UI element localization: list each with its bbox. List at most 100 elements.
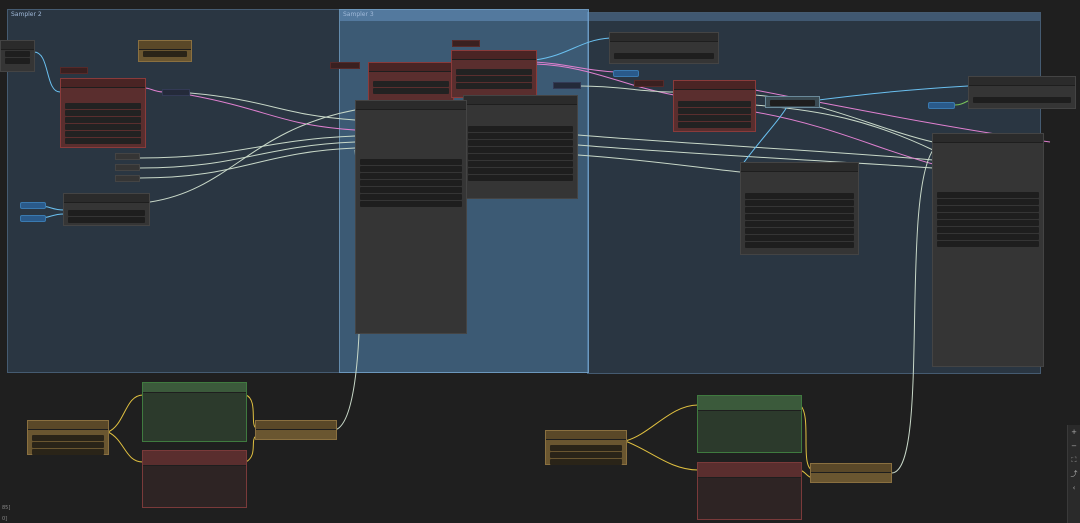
node-widget[interactable] (65, 124, 141, 130)
node-widget[interactable] (360, 173, 462, 179)
node-header[interactable] (139, 41, 191, 50)
node-header[interactable] (741, 163, 858, 172)
node-widget[interactable] (745, 242, 854, 248)
node-widget[interactable] (468, 175, 573, 181)
node-primitive[interactable] (115, 153, 140, 160)
fit-view-icon[interactable]: + (1071, 428, 1077, 436)
node-conditioning-combine[interactable] (255, 420, 337, 440)
node-positive-prompt-right[interactable] (697, 395, 802, 453)
node-widget[interactable] (745, 235, 854, 241)
node-widget[interactable] (468, 140, 573, 146)
node-negative-prompt[interactable] (142, 450, 247, 508)
node-reroute[interactable] (162, 89, 190, 96)
node-reroute[interactable] (60, 67, 88, 74)
node-header[interactable] (28, 421, 108, 430)
node-note[interactable] (138, 40, 192, 62)
node-header[interactable] (811, 464, 891, 473)
node-widget[interactable] (550, 445, 622, 451)
node-sampler-settings-right[interactable] (740, 162, 859, 255)
node-widget[interactable] (468, 147, 573, 153)
node-widget[interactable] (68, 210, 145, 216)
node-widget[interactable] (360, 166, 462, 172)
node-conditioning-combine-right[interactable] (810, 463, 892, 483)
node-sampler-settings[interactable] (463, 95, 578, 199)
node-widget[interactable] (468, 154, 573, 160)
node-widget[interactable] (678, 115, 751, 121)
node-widget[interactable] (32, 449, 104, 455)
node-widget[interactable] (937, 199, 1039, 205)
node-header[interactable] (64, 194, 149, 203)
node-negative-prompt-right[interactable] (697, 462, 802, 520)
node-reroute[interactable] (330, 62, 360, 69)
node-int-input[interactable] (613, 70, 639, 77)
node-int-input[interactable] (20, 215, 46, 222)
node-header[interactable] (61, 79, 145, 88)
node-header[interactable] (698, 396, 801, 411)
node-primitive[interactable] (115, 164, 140, 171)
node-vae-decode[interactable] (451, 50, 537, 98)
node-primitive[interactable] (115, 175, 140, 182)
collapse-icon[interactable]: ‹ (1072, 484, 1076, 492)
node-widget[interactable] (456, 69, 532, 75)
node-header[interactable] (452, 51, 536, 60)
node-image-preview-right[interactable] (932, 133, 1044, 367)
node-lora-loader[interactable] (27, 420, 109, 455)
node-header[interactable] (143, 451, 246, 466)
node-widget[interactable] (550, 459, 622, 465)
node-widget[interactable] (937, 213, 1039, 219)
node-widget[interactable] (745, 228, 854, 234)
node-widget[interactable] (937, 241, 1039, 247)
node-widget[interactable] (468, 161, 573, 167)
node-widget[interactable] (468, 168, 573, 174)
node-widget[interactable] (937, 227, 1039, 233)
node-widget[interactable] (360, 187, 462, 193)
zoom-out-icon[interactable]: − (1071, 442, 1077, 450)
node-widget[interactable] (745, 207, 854, 213)
node-ksampler[interactable] (60, 78, 146, 148)
node-widget[interactable] (468, 133, 573, 139)
node-widget[interactable] (5, 58, 30, 64)
node-widget[interactable] (456, 76, 532, 82)
node-widget[interactable] (360, 180, 462, 186)
node-save-image-right[interactable] (968, 76, 1076, 109)
node-widget[interactable] (937, 234, 1039, 240)
node-widget[interactable] (678, 108, 751, 114)
node-widget[interactable] (32, 442, 104, 448)
node-widget[interactable] (973, 97, 1071, 103)
node-widget[interactable] (373, 88, 449, 94)
node-ksampler-advanced[interactable] (368, 62, 454, 104)
node-widget[interactable] (678, 101, 751, 107)
node-widget[interactable] (550, 452, 622, 458)
node-header[interactable] (933, 134, 1043, 143)
node-header[interactable] (546, 431, 626, 440)
node-widget[interactable] (65, 117, 141, 123)
node-header[interactable] (256, 421, 336, 430)
node-widget[interactable] (65, 138, 141, 144)
node-widget[interactable] (937, 220, 1039, 226)
node-header[interactable] (369, 63, 453, 72)
node-header[interactable] (698, 463, 801, 478)
node-widget[interactable] (745, 221, 854, 227)
node-widget[interactable] (373, 81, 449, 87)
node-widget[interactable] (65, 110, 141, 116)
node-reroute[interactable] (634, 80, 664, 87)
node-int-input[interactable] (928, 102, 955, 109)
node-widget[interactable] (143, 51, 187, 57)
node-header[interactable] (610, 33, 718, 42)
node-widget[interactable] (937, 206, 1039, 212)
node-widget[interactable] (360, 159, 462, 165)
node-widget[interactable] (32, 435, 104, 441)
node-lora-loader-right[interactable] (545, 430, 627, 465)
node-empty-latent[interactable] (63, 193, 150, 226)
node-checkpoint-loader[interactable] (0, 40, 35, 72)
node-widget[interactable] (745, 193, 854, 199)
node-widget[interactable] (65, 103, 141, 109)
node-widget[interactable] (360, 201, 462, 207)
node-clip-text-encode[interactable] (609, 32, 719, 64)
frame-icon[interactable]: ⛶ (1071, 456, 1077, 464)
link-toggle-icon[interactable]: ⤴ (1070, 470, 1078, 478)
node-header[interactable] (464, 96, 577, 105)
node-widget[interactable] (68, 217, 145, 223)
node-reroute[interactable] (553, 82, 581, 89)
